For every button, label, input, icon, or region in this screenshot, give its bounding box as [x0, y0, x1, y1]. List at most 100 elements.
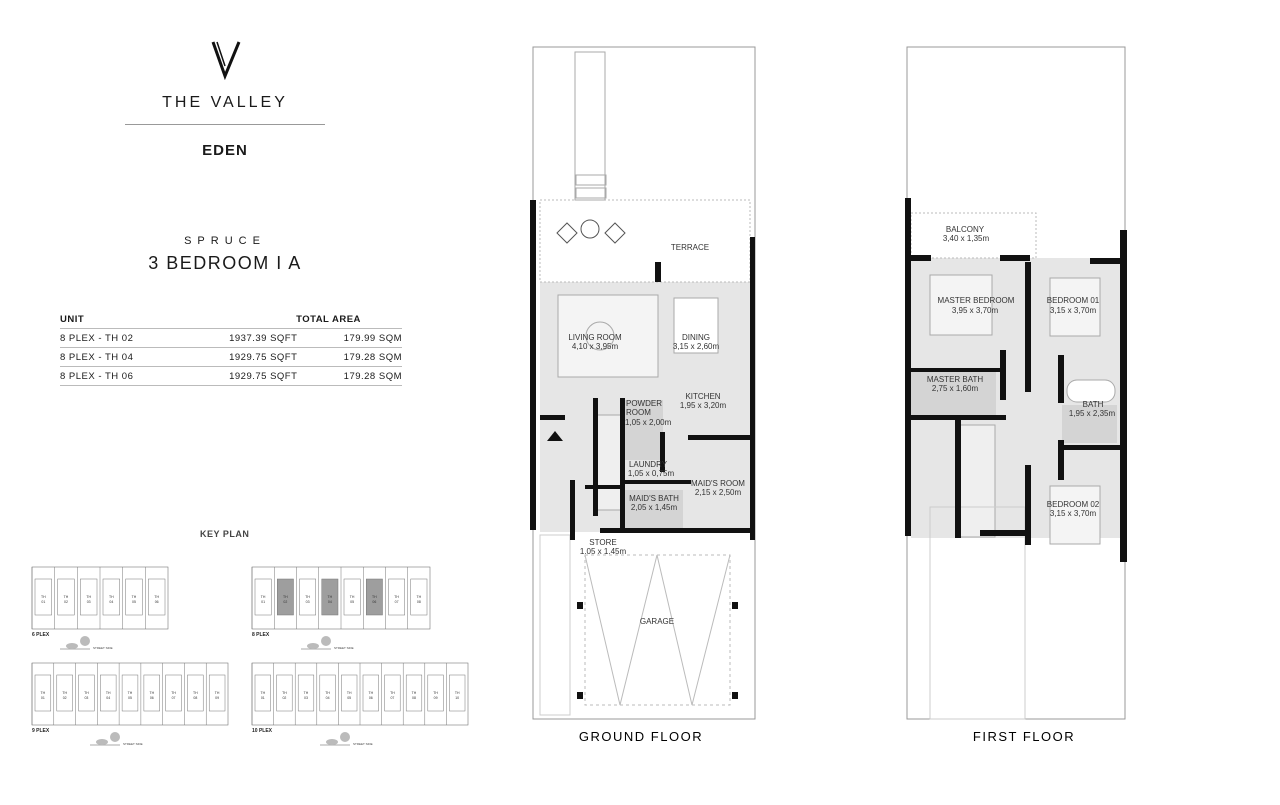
- room-label-maids-bath: MAID'S BATH: [629, 494, 679, 503]
- table-header-row: UNIT TOTAL AREA: [60, 310, 402, 329]
- area-table: UNIT TOTAL AREA 8 PLEX - TH 02 1937.39 S…: [60, 310, 402, 386]
- room-label-bath: BATH: [1083, 400, 1104, 409]
- key-plan-unit-label: 04: [328, 600, 332, 604]
- key-plan-unit-label: TH: [64, 595, 69, 599]
- key-plan-unit-label: TH: [171, 691, 176, 695]
- key-plan-unit-label: TH: [193, 691, 198, 695]
- key-plan-unit-label: 06: [372, 600, 376, 604]
- room-size-laundry: 1,05 x 0,75m: [628, 469, 675, 478]
- key-plan-unit-label: TH: [128, 691, 133, 695]
- room-label-garage: GARAGE: [640, 617, 674, 626]
- room-label-terrace: TERRACE: [671, 243, 709, 252]
- cell-sqm: 179.99 SQM: [297, 328, 402, 348]
- unit-type-title: 3 BEDROOM I A: [148, 253, 302, 273]
- key-plan-unit-label: TH: [417, 595, 422, 599]
- ground-floor-label: GROUND FLOOR: [579, 729, 703, 744]
- cell-sqm: 179.28 SQM: [297, 347, 402, 367]
- key-plan-unit: [34, 674, 52, 712]
- key-plan-unit-label: TH: [106, 691, 111, 695]
- key-plan-unit-label: 05: [350, 600, 354, 604]
- table-row: 8 PLEX - TH 06 1929.75 SQFT 179.28 SQM: [60, 366, 402, 386]
- room-label-powder-2: ROOM: [626, 408, 651, 417]
- key-plan-unit-label: 06: [155, 600, 159, 604]
- key-plan-unit-label: TH: [368, 691, 373, 695]
- key-plan-unit: [57, 578, 75, 616]
- cell-unit: 8 PLEX - TH 04: [60, 347, 175, 367]
- key-plan-unit: [34, 578, 52, 616]
- room-size-bath: 1,95 x 2,35m: [1069, 409, 1116, 418]
- room-label-maids-room: MAID'S ROOM: [691, 479, 745, 488]
- cell-sqm: 179.28 SQM: [297, 366, 402, 386]
- room-label-laundry: LAUNDRY: [629, 460, 668, 469]
- key-plan-unit: [143, 674, 160, 712]
- key-plan-unit: [102, 578, 120, 616]
- ground-floor-plan: TERRACE LIVING ROOM 4,10 x 3,95m DINING …: [530, 46, 756, 744]
- key-plan-unit-label: TH: [394, 595, 399, 599]
- car-icon: [96, 739, 108, 745]
- key-plan-unit-label: TH: [154, 595, 159, 599]
- key-plan-unit: [121, 674, 139, 712]
- key-plan-unit: [276, 674, 293, 712]
- key-plan-unit-label: TH: [109, 595, 114, 599]
- key-plan-unit-label: TH: [412, 691, 417, 695]
- key-plan-unit-label: 07: [172, 696, 176, 700]
- key-plan-unit: [297, 674, 315, 712]
- first-floor-plan: BALCONY 3,40 x 1,35m MASTER BEDROOM 3,95…: [905, 46, 1127, 744]
- key-plan-unit-label: 06: [150, 696, 154, 700]
- room-label-living: LIVING ROOM: [568, 333, 622, 342]
- key-plan-unit: [362, 674, 379, 712]
- key-plan-unit-label: TH: [350, 595, 355, 599]
- street-side-label: STREET SIDE: [353, 742, 373, 746]
- room-size-store: 1.05 x 1.45m: [580, 547, 627, 556]
- key-plan-unit-label: 10: [455, 696, 459, 700]
- tree-icon: [80, 636, 90, 646]
- key-plan-unit-label: 02: [63, 696, 67, 700]
- key-plan-unit-label: TH: [390, 691, 395, 695]
- key-plan-unit: [277, 578, 294, 616]
- key-plan-unit: [366, 578, 383, 616]
- key-plan-10-plex: TH01TH02TH03TH04TH05TH06TH07TH08TH09TH10…: [251, 662, 469, 734]
- key-plan-unit-label: 08: [417, 600, 421, 604]
- key-plan-unit-label: 03: [306, 600, 310, 604]
- key-plan-unit: [449, 674, 466, 712]
- room-size-living: 4,10 x 3,95m: [572, 342, 619, 351]
- key-plan-unit-label: TH: [149, 691, 154, 695]
- key-plan-unit-label: TH: [41, 595, 46, 599]
- cell-sqft: 1929.75 SQFT: [174, 347, 298, 367]
- key-plan-unit-label: TH: [433, 691, 438, 695]
- key-plan-unit-label: TH: [347, 691, 352, 695]
- key-plan-unit-label: 07: [390, 696, 394, 700]
- key-plan-unit-label: 05: [347, 696, 351, 700]
- logo-v-mark: [211, 41, 241, 80]
- room-size-master-bath: 2,75 x 1,60m: [932, 384, 979, 393]
- key-plan-unit-label: 09: [215, 696, 219, 700]
- key-plan-unit: [208, 674, 226, 712]
- key-plan-unit: [187, 674, 204, 712]
- key-plan-unit-label: 02: [283, 600, 287, 604]
- key-plan-unit: [341, 674, 358, 712]
- room-label-bedroom-01: BEDROOM 01: [1047, 296, 1100, 305]
- key-plan-unit-label: TH: [215, 691, 220, 695]
- key-plan-unit: [56, 674, 73, 712]
- room-label-master-bedroom: MASTER BEDROOM: [938, 296, 1015, 305]
- cell-sqft: 1937.39 SQFT: [174, 328, 298, 348]
- key-plan-unit-label: TH: [372, 595, 377, 599]
- key-plan-unit-label: 05: [132, 600, 136, 604]
- room-size-powder: 1,05 x 2,00m: [625, 418, 672, 427]
- key-plan-unit: [100, 674, 117, 712]
- key-plan-unit-label: 02: [282, 696, 286, 700]
- cell-unit: 8 PLEX - TH 06: [60, 366, 175, 386]
- key-plan-unit-label: 01: [41, 600, 45, 604]
- key-plan-unit: [148, 578, 166, 616]
- key-plan-unit-label: 06: [369, 696, 373, 700]
- room-size-balcony: 3,40 x 1,35m: [943, 234, 990, 243]
- key-plan-unit-label: 04: [106, 696, 110, 700]
- key-plan-unit-label: 07: [395, 600, 399, 604]
- table-row: 8 PLEX - TH 04 1929.75 SQFT 179.28 SQM: [60, 347, 402, 367]
- room-size-kitchen: 1,95 x 3,20m: [680, 401, 727, 410]
- cell-sqft: 1929.75 SQFT: [174, 366, 298, 386]
- key-plan-plex-label: 10 PLEX: [252, 728, 273, 734]
